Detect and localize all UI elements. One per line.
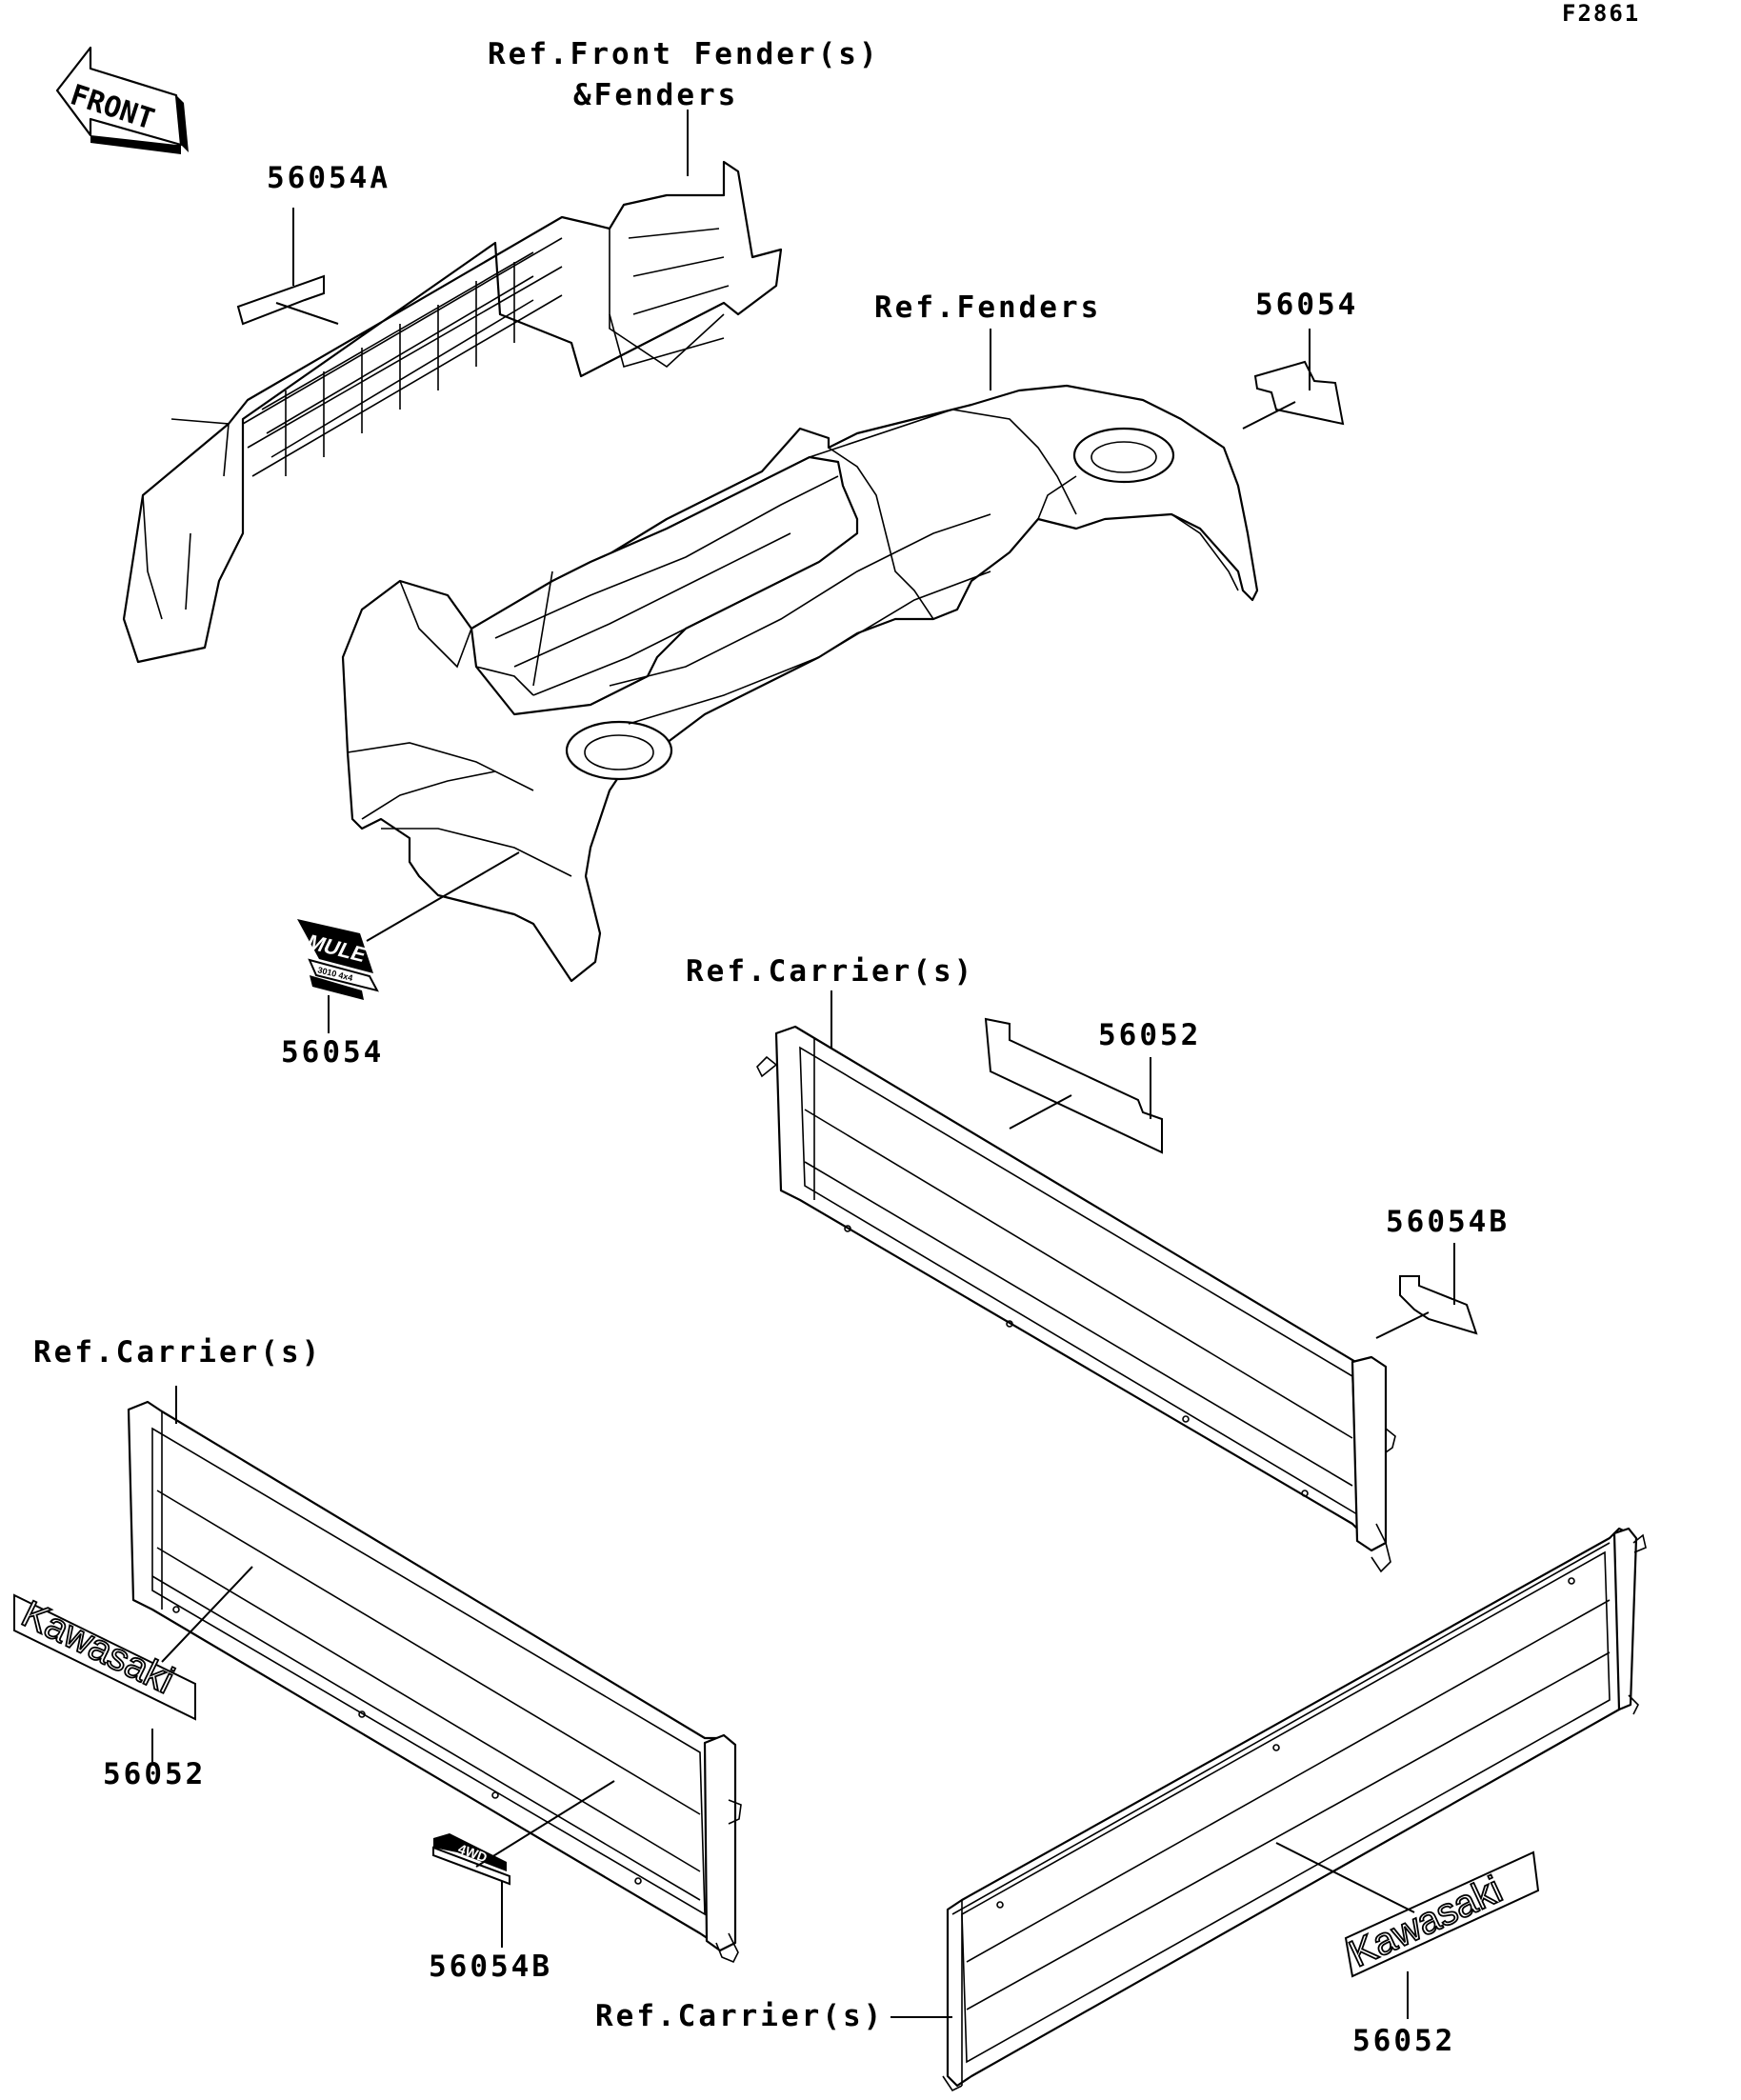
carrier-panel-bottom — [942, 1527, 1647, 2092]
part-number-56054-mule: 56054 — [281, 1035, 385, 1070]
carrier-panel-middle — [756, 1025, 1396, 1573]
part-number-56054B-bottom: 56054B — [429, 1950, 552, 1984]
decal-mule: MULE 3010 4x4 — [297, 919, 379, 1000]
part-number-56054A: 56054A — [267, 161, 390, 195]
carrier-panel-left — [127, 1400, 742, 1964]
fenders-assembly — [341, 384, 1259, 983]
part-number-56052-right: 56052 — [1352, 2024, 1456, 2058]
part-number-56052-left: 56052 — [103, 1757, 207, 1791]
diagram-id: F2861 — [1562, 0, 1641, 27]
decal-56054-top — [1253, 360, 1345, 426]
leader-lines — [151, 110, 1455, 2019]
label-ref-carrier-left: Ref.Carrier(s) — [33, 1335, 323, 1370]
front-arrow-icon: FRONT — [55, 46, 189, 154]
decal-4wd: 4WD — [432, 1833, 510, 1886]
decal-kawasaki-right-text: Kawasaki — [1343, 1869, 1509, 1975]
decal-56054A — [236, 274, 325, 326]
part-number-56052-mid: 56052 — [1098, 1018, 1202, 1052]
decal-56054B-mid — [1399, 1275, 1478, 1335]
part-number-56054-top: 56054 — [1255, 288, 1359, 322]
label-ref-carrier-bottom: Ref.Carrier(s) — [595, 1999, 885, 2033]
front-grille-assembly — [122, 160, 783, 664]
decal-kawasaki-right: Kawasaki — [1342, 1850, 1540, 1978]
part-number-56054B-mid: 56054B — [1386, 1205, 1510, 1239]
label-ref-front-fender: Ref.Front Fender(s) — [488, 37, 880, 71]
label-ref-front-fender-line2: &Fenders — [573, 78, 739, 112]
label-ref-carrier-mid: Ref.Carrier(s) — [686, 954, 975, 989]
decal-56052-mid — [984, 1017, 1163, 1154]
label-ref-fenders: Ref.Fenders — [874, 290, 1102, 325]
